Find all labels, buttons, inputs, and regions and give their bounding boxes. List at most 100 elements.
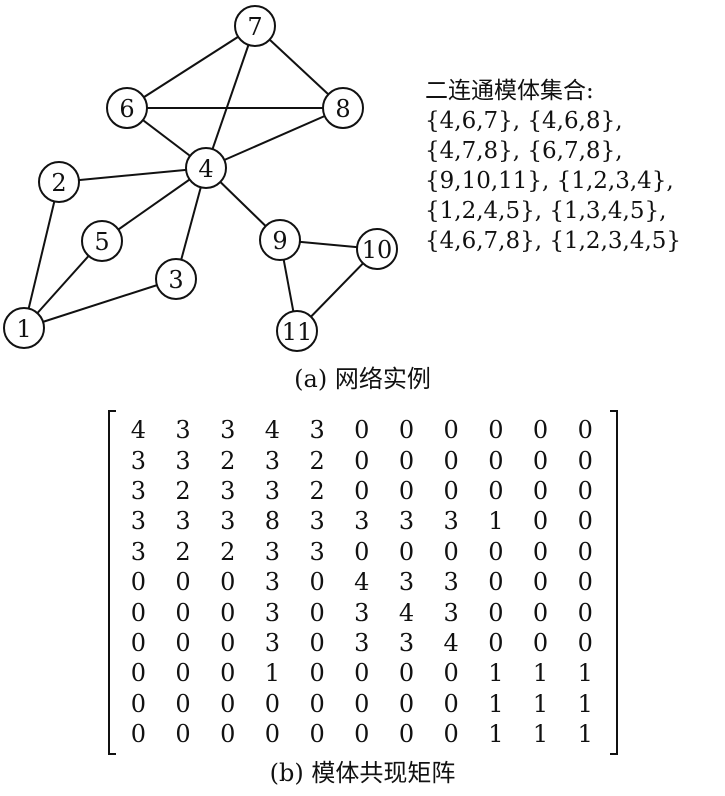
matrix-right-bracket <box>610 410 618 755</box>
matrix-cell: 0 <box>175 568 191 597</box>
node-3: 3 <box>155 258 197 300</box>
matrix-cell: 0 <box>175 628 191 657</box>
matrix-cell: 0 <box>264 689 281 718</box>
edge-7-4 <box>205 25 256 169</box>
node-2: 2 <box>38 161 80 203</box>
node-circle <box>106 87 148 129</box>
matrix-cell: 3 <box>130 476 146 505</box>
matrix-cell: 0 <box>443 537 459 566</box>
matrix-cell: 0 <box>443 446 459 475</box>
matrix-cell: 1 <box>532 720 549 749</box>
matrix-cell: 0 <box>532 476 549 505</box>
matrix-cell: 0 <box>488 476 504 505</box>
matrix-cell: 3 <box>264 568 281 597</box>
matrix-cell: 3 <box>443 598 459 627</box>
matrix-cell: 4 <box>443 628 459 657</box>
matrix-cell: 0 <box>577 416 593 445</box>
matrix-cell: 1 <box>577 689 593 718</box>
matrix-cell: 3 <box>443 507 459 536</box>
matrix-cell: 8 <box>264 507 281 536</box>
node-circle <box>3 307 45 349</box>
matrix-cell: 3 <box>264 476 281 505</box>
node-label: 8 <box>335 95 350 123</box>
matrix-cell: 3 <box>220 507 236 536</box>
edge-4-5 <box>101 167 207 242</box>
node-1: 1 <box>3 307 45 349</box>
edge-7-6 <box>126 25 256 109</box>
node-circle <box>234 5 276 47</box>
matrix-cell: 0 <box>175 659 191 688</box>
node-label: 2 <box>51 169 66 197</box>
matrix-cell: 0 <box>354 659 370 688</box>
motif-set-title: 二连通模体集合: <box>425 78 594 104</box>
matrix-cell: 0 <box>130 659 146 688</box>
matrix-cell: 0 <box>130 720 146 749</box>
matrix-cell: 1 <box>577 659 593 688</box>
matrix-cell: 2 <box>175 537 191 566</box>
matrix-cell: 2 <box>309 446 325 475</box>
matrix-cell: 0 <box>130 598 146 627</box>
matrix-cell: 0 <box>443 659 459 688</box>
matrix-cell: 0 <box>488 537 504 566</box>
matrix-cell: 3 <box>130 446 146 475</box>
caption-network-example: (a) 网络实例 <box>294 365 431 393</box>
node-9: 9 <box>259 219 301 261</box>
matrix-cell: 3 <box>220 416 236 445</box>
matrix-cell: 3 <box>309 416 325 445</box>
node-circle <box>81 220 123 262</box>
matrix-cell: 0 <box>130 689 146 718</box>
matrix-cell: 3 <box>220 476 236 505</box>
matrix-cell: 0 <box>577 446 593 475</box>
matrix-cell: 0 <box>577 568 593 597</box>
node-label: 3 <box>168 266 183 294</box>
matrix-cell: 0 <box>577 507 593 536</box>
matrix-cell: 0 <box>309 628 325 657</box>
matrix-cell: 3 <box>130 537 146 566</box>
node-circle <box>155 258 197 300</box>
matrix-cell: 1 <box>488 689 504 718</box>
matrix-cell: 1 <box>532 659 549 688</box>
matrix-cell: 0 <box>398 416 415 445</box>
matrix-cell: 3 <box>309 507 325 536</box>
matrix-cell: 0 <box>220 628 236 657</box>
matrix-cell: 0 <box>488 568 504 597</box>
node-label: 4 <box>198 155 213 183</box>
matrix-cell: 0 <box>488 598 504 627</box>
matrix-cell: 3 <box>443 568 459 597</box>
matrix-cell: 0 <box>264 720 281 749</box>
matrix-cell: 0 <box>354 537 370 566</box>
node-5: 5 <box>81 220 123 262</box>
matrix-left-bracket <box>108 410 116 755</box>
matrix-cell: 0 <box>398 659 415 688</box>
matrix-cell: 3 <box>264 598 281 627</box>
matrix-cell: 3 <box>264 537 281 566</box>
node-8: 8 <box>322 87 364 129</box>
matrix-cell: 0 <box>354 446 370 475</box>
matrix-cell: 2 <box>309 476 325 505</box>
matrix-cell: 0 <box>577 628 593 657</box>
edge-8-4 <box>205 107 344 169</box>
matrix-cell: 1 <box>488 507 504 536</box>
matrix-cell: 0 <box>532 537 549 566</box>
matrix-cell: 0 <box>532 446 549 475</box>
matrix-cell: 0 <box>488 416 504 445</box>
matrix-cell: 0 <box>398 720 415 749</box>
matrix-cell: 0 <box>577 537 593 566</box>
matrix-cell: 0 <box>309 598 325 627</box>
matrix-cell: 0 <box>309 689 325 718</box>
matrix-cell: 1 <box>532 689 549 718</box>
matrix-cell: 3 <box>309 537 325 566</box>
matrix-cell: 3 <box>264 446 281 475</box>
motif-set-line: {1,2,4,5}, {1,3,4,5}, <box>425 198 667 224</box>
motif-set-line: {9,10,11}, {1,2,3,4}, <box>425 168 674 194</box>
